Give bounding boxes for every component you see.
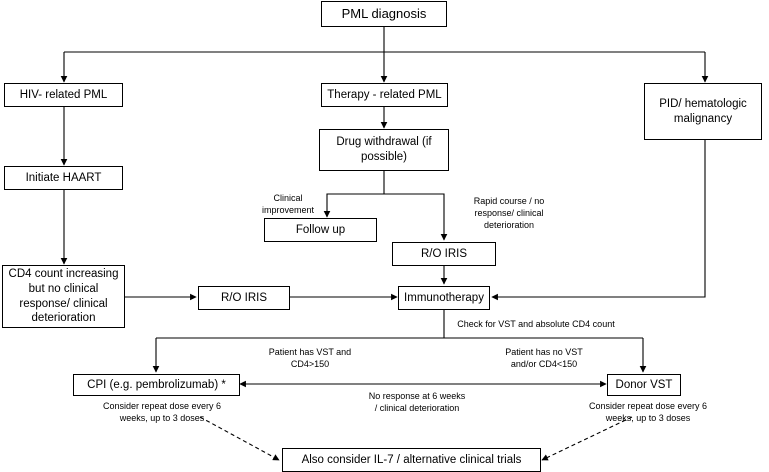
node-pml-diagnosis: PML diagnosis (321, 1, 447, 27)
node-donor-vst: Donor VST (607, 374, 681, 396)
label-no-response-6-weeks: No response at 6 weeks / clinical deteri… (368, 391, 466, 414)
link-vst-to-il7 (541, 416, 633, 461)
node-therapy-related-pml: Therapy - related PML (321, 83, 448, 107)
link-to-ro-iris (384, 193, 448, 241)
node-ro-iris-therapy: R/O IRIS (392, 242, 496, 266)
node-immunotherapy: Immunotherapy (398, 286, 490, 310)
label-repeat-dose-vst: Consider repeat dose every 6 weeks, up t… (588, 401, 708, 424)
link-to-follow-up (323, 193, 384, 218)
node-initiate-haart: Initiate HAART (4, 166, 123, 190)
node-hiv-related-pml: HIV- related PML (4, 83, 123, 107)
node-cd4-count-increasing: CD4 count increasing but no clinical res… (2, 265, 125, 328)
label-rapid-course: Rapid course / no response/ clinical det… (473, 196, 545, 231)
node-cpi-pembrolizumab: CPI (e.g. pembrolizumab) * (73, 374, 240, 396)
node-ro-iris-hiv: R/O IRIS (198, 286, 290, 310)
label-patient-has-vst: Patient has VST and CD4>150 (268, 347, 352, 370)
link-cpi-to-il7 (199, 416, 280, 461)
link-pid-to-immunotherapy (491, 140, 706, 301)
label-repeat-dose-cpi: Consider repeat dose every 6 weeks, up t… (102, 401, 222, 424)
label-patient-no-vst: Patient has no VST and/or CD4<150 (505, 347, 583, 370)
label-check-vst-cd4: Check for VST and absolute CD4 count (457, 319, 615, 329)
node-il7-alternative-trials: Also consider IL-7 / alternative clinica… (282, 448, 541, 472)
label-clinical-improvement: Clinical improvement (261, 193, 315, 216)
node-pid-hematologic-malignancy: PID/ hematologic malignancy (644, 83, 762, 140)
node-drug-withdrawal: Drug withdrawal (if possible) (319, 129, 449, 171)
node-follow-up: Follow up (264, 218, 377, 242)
